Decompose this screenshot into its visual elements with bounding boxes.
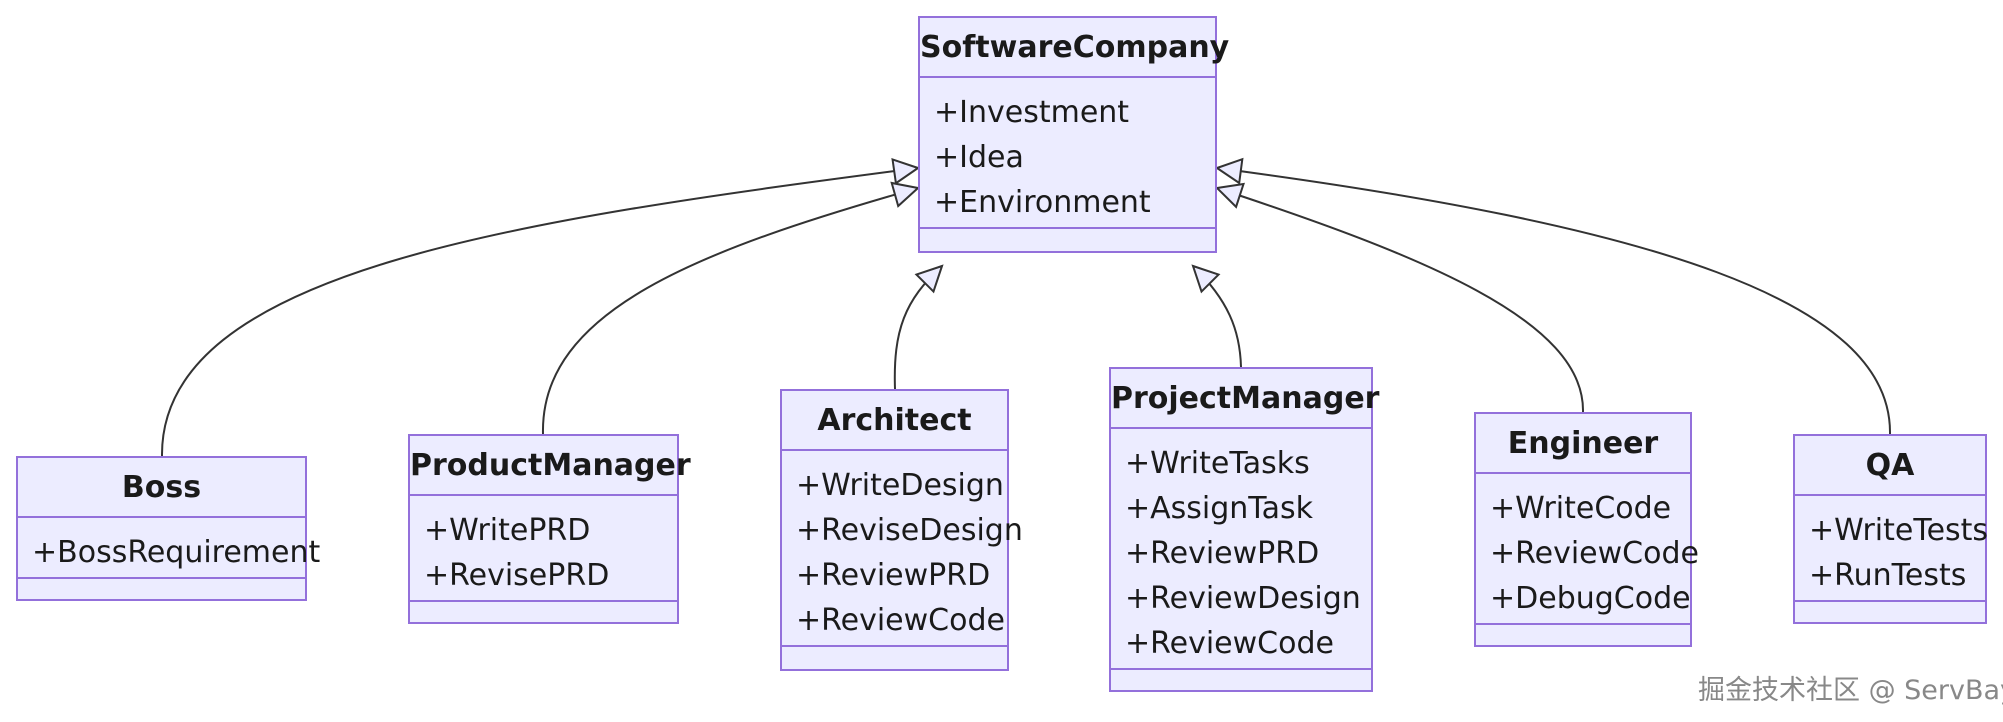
class-methods-section — [410, 602, 677, 622]
class-attribute: +ReviseDesign — [796, 513, 1023, 548]
class-attributes: +WriteTasks +AssignTask +ReviewPRD +ReviewD… — [1111, 429, 1371, 670]
class-attribute: +RunTests — [1809, 558, 1967, 593]
class-methods-section — [1476, 625, 1690, 645]
class-attribute: +BossRequirement — [32, 535, 321, 570]
class-box-projectmanager: ProjectManager +WriteTasks +AssignTask +Rev… — [1109, 367, 1379, 692]
inheritance-edge-boss — [160, 167, 919, 457]
class-attribute: +DebugCode — [1490, 581, 1691, 616]
class-methods-section — [920, 229, 1215, 251]
class-attributes: +WriteCode +ReviewCode +DebugCode — [1476, 474, 1699, 625]
class-name: SoftwareCompany — [920, 18, 1229, 78]
class-name: Engineer — [1476, 414, 1690, 474]
inheritance-arrowhead-icon — [891, 158, 921, 185]
class-box-engineer: Engineer +WriteCode +ReviewCode +DebugCode — [1474, 412, 1699, 647]
inheritance-edge-qa — [1216, 167, 1892, 435]
class-attributes: +WritePRD +RevisePRD — [410, 496, 677, 602]
class-name: ProjectManager — [1111, 369, 1379, 429]
inheritance-edge-productmanager — [541, 187, 919, 435]
class-attribute: +Idea — [934, 140, 1024, 175]
class-attribute: +Investment — [934, 95, 1130, 130]
class-box-architect: Architect +WriteDesign +ReviseDesign +Revie… — [780, 389, 1023, 671]
class-attribute: +Environment — [934, 185, 1151, 220]
class-box-qa: QA +WriteTests +RunTests — [1793, 434, 1989, 624]
inheritance-edge-engineer — [1216, 187, 1585, 413]
class-attribute: +WriteTasks — [1125, 446, 1310, 481]
class-name: Architect — [782, 391, 1007, 451]
class-attribute: +ReviewPRD — [1125, 536, 1320, 571]
class-attribute: +AssignTask — [1125, 491, 1314, 526]
inheritance-arrowhead-icon — [1191, 264, 1221, 294]
class-box-productmanager: ProductManager +WritePRD +RevisePRD — [408, 434, 691, 624]
class-attribute: +ReviewDesign — [1125, 581, 1361, 616]
class-methods-section — [782, 647, 1007, 669]
class-attribute: +WriteDesign — [796, 468, 1004, 503]
class-attribute: +RevisePRD — [424, 558, 610, 593]
class-attribute: +ReviewPRD — [796, 558, 991, 593]
class-name: ProductManager — [410, 436, 691, 496]
class-attribute: +ReviewCode — [796, 603, 1005, 638]
class-attribute: +ReviewCode — [1490, 536, 1699, 571]
class-name: QA — [1795, 436, 1985, 496]
class-attribute: +WritePRD — [424, 513, 591, 548]
class-attributes: +BossRequirement — [18, 518, 321, 579]
inheritance-arrowhead-icon — [1214, 182, 1245, 209]
class-attributes: +WriteTests +RunTests — [1795, 496, 1989, 602]
class-attributes: +Investment +Idea +Environment — [920, 78, 1215, 229]
watermark-text: 掘金技术社区 @ ServBay — [1698, 675, 2003, 706]
class-attribute: +WriteTests — [1809, 513, 1989, 548]
class-box-softwarecompany: SoftwareCompany +Investment +Idea +Environm… — [918, 16, 1229, 253]
inheritance-arrowhead-icon — [914, 264, 944, 294]
class-methods-section — [1795, 602, 1985, 622]
class-attributes: +WriteDesign +ReviseDesign +ReviewPRD +Revi… — [782, 451, 1023, 647]
class-name: Boss — [18, 458, 305, 518]
class-methods-section — [1111, 670, 1371, 690]
class-attribute: +WriteCode — [1490, 491, 1672, 526]
class-attribute: +ReviewCode — [1125, 626, 1334, 661]
inheritance-arrowhead-icon — [1214, 157, 1244, 185]
class-box-boss: Boss +BossRequirement — [16, 456, 321, 601]
inheritance-arrowhead-icon — [890, 181, 921, 208]
class-methods-section — [18, 579, 305, 599]
